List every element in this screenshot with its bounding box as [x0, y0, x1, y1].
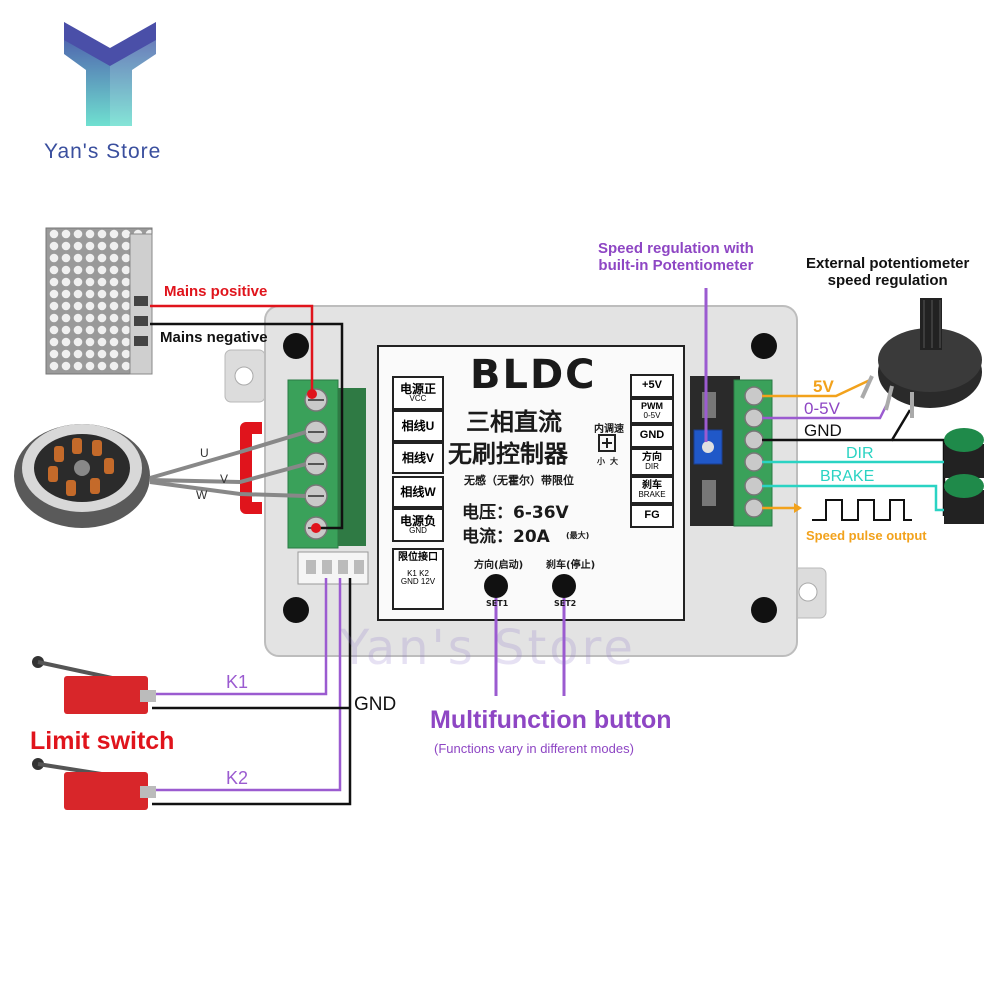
limit-switch-1-image: [32, 656, 156, 714]
panel-name-line1: 三相直流: [466, 408, 562, 436]
speed-pulse-waveform: [812, 499, 912, 521]
button1-panel-label: 方向(启动): [474, 560, 524, 571]
button2-panel-label: 刹车(停止): [546, 560, 596, 571]
out-dir-label: DIR: [846, 445, 874, 462]
brake-push-button-image: [944, 474, 984, 524]
builtin-pot-label: Speed regulation with built-in Potentiom…: [598, 240, 754, 275]
wire-brake: [762, 484, 946, 512]
panel-cell-v: 相线V: [392, 442, 444, 474]
wire-5v: [762, 378, 871, 398]
mains-positive-wire: [150, 304, 314, 392]
limit-switch-label: Limit switch: [30, 727, 175, 755]
store-name: Yan's Store: [44, 140, 162, 163]
out-5v-label: 5V: [813, 377, 834, 396]
watermark: Yan's Store: [340, 620, 636, 676]
out-brake-label: BRAKE: [820, 468, 875, 485]
pot-symbol-icon: [598, 434, 616, 452]
pot-small-label: 小: [597, 457, 605, 466]
right-terminal-block: [690, 376, 773, 527]
gnd-limit-label: GND: [354, 694, 397, 715]
panel-buttons: [484, 574, 576, 598]
panel-cell-u: 相线U: [392, 410, 444, 442]
panel-name-line2: 无刷控制器: [448, 440, 568, 468]
mains-positive-label: Mains positive: [164, 283, 268, 300]
external-pot-label: External potentiometer speed regulation: [806, 255, 970, 290]
limit-connector: [297, 551, 369, 585]
mains-negative-label: Mains negative: [160, 329, 268, 346]
out-gnd-label: GND: [804, 421, 842, 440]
panel-current: 电流：20A: [462, 527, 550, 547]
bldc-motor-image: [14, 424, 150, 528]
k2-label: K2: [226, 768, 249, 788]
panel-cell-w: 相线W: [392, 476, 444, 508]
dir-push-button-image: [944, 428, 984, 478]
pot-big-label: 大: [610, 457, 618, 466]
red-clip: [240, 422, 262, 514]
phase-w-label: W: [196, 488, 208, 502]
out-0-5v-label: 0-5V: [804, 399, 840, 418]
mains-negative-wire: [150, 322, 344, 530]
panel-subtitle: 无感（无霍尔）带限位: [464, 474, 574, 487]
limit-switch-2-image: [32, 758, 156, 810]
k1-label: K1: [226, 672, 249, 692]
panel-title: BLDC: [470, 352, 597, 398]
store-logo-icon: [64, 22, 156, 126]
external-potentiometer-image: [860, 298, 982, 418]
panel-pot-label: 内调速: [594, 424, 624, 435]
phase-u-label: U: [200, 446, 209, 460]
gnd-wire-2: [152, 578, 352, 806]
multifunction-note: (Functions vary in different modes): [434, 741, 634, 756]
multifunction-button-label: Multifunction button: [430, 706, 672, 734]
speed-pulse-label: Speed pulse output: [806, 528, 927, 543]
k2-wire: [152, 578, 342, 792]
set1-label: SET1: [486, 599, 509, 608]
panel-current-note: (最大): [566, 531, 590, 540]
panel-cell-5v: +5V: [630, 374, 674, 398]
panel-cell-gnd-right: GND: [630, 424, 674, 448]
left-terminal-block: [287, 379, 366, 549]
panel-limit-port: 限位接口 K1 K2 GND 12V: [392, 548, 444, 610]
power-supply-image: [45, 227, 153, 375]
panel-voltage: 电压：6-36V: [462, 503, 569, 523]
k1-wire: [152, 578, 328, 696]
motor-phase-wires: [149, 430, 307, 498]
phase-v-label: V: [220, 472, 229, 486]
set2-label: SET2: [554, 599, 577, 608]
panel-cell-fg: FG: [630, 504, 674, 528]
